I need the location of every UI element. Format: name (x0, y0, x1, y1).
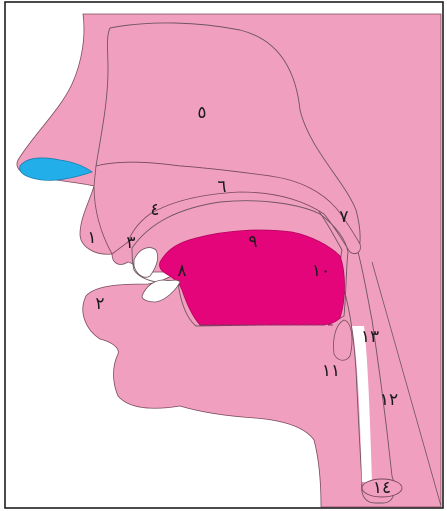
label-1: ١ (87, 228, 96, 248)
label-2: ٢ (95, 294, 104, 314)
label-11: ١١ (322, 361, 340, 381)
label-13: ١٣ (361, 327, 379, 347)
label-8: ٨ (177, 261, 186, 281)
label-9: ٩ (248, 232, 257, 252)
label-12: ١٢ (380, 390, 398, 410)
label-6: ٦ (217, 177, 226, 197)
label-7: ٧ (339, 207, 348, 227)
label-4: ٤ (150, 200, 159, 220)
label-14: ١٤ (373, 478, 391, 498)
label-10: ١٠ (312, 261, 330, 281)
label-5: ٥ (197, 103, 206, 123)
label-3: ٣ (126, 233, 135, 253)
